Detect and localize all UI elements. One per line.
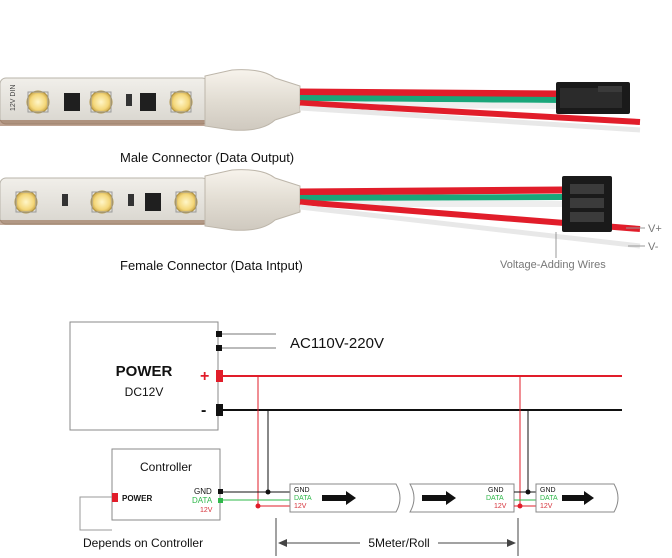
junction-dot — [255, 503, 261, 509]
direction-arrow — [322, 491, 356, 505]
controller-power-terminal — [112, 493, 118, 502]
ic-chip — [140, 93, 156, 111]
white-voltage-wire — [299, 204, 641, 249]
direction-arrow — [562, 491, 594, 505]
red-wire — [299, 186, 563, 196]
strip2-12v: 12V — [494, 503, 507, 510]
resistor — [126, 94, 132, 106]
resistor — [128, 194, 134, 206]
controller-gnd: GND — [194, 487, 212, 496]
strip-edge — [0, 120, 208, 126]
red-wire — [299, 88, 561, 98]
ac-input-label: AC110V-220V — [290, 335, 384, 352]
power-supply-box — [69, 321, 219, 431]
strip-segment-2 — [409, 483, 515, 513]
green-wire — [299, 194, 563, 201]
ac-terminal — [216, 345, 222, 351]
junction-dot — [517, 503, 523, 509]
minus-terminal — [216, 404, 223, 416]
ac-terminal — [216, 331, 222, 337]
strip1-data: DATA — [294, 495, 312, 502]
v-plus-label: V+ — [648, 223, 662, 235]
strip1-gnd: GND — [294, 487, 310, 494]
plus-terminal — [216, 370, 223, 382]
depends-label: Depends on Controller — [83, 536, 203, 550]
strip1-12v: 12V — [294, 503, 307, 510]
led-chip — [89, 90, 113, 114]
dim-arrow-left — [278, 539, 287, 547]
led-chip — [14, 190, 38, 214]
male-caption: Male Connector (Data Output) — [120, 150, 294, 165]
female-caption: Female Connector (Data Intput) — [120, 258, 303, 273]
led-chip — [174, 190, 198, 214]
led-chip — [26, 90, 50, 114]
controller-title: Controller — [140, 460, 192, 474]
led-chip — [90, 190, 114, 214]
male-connector-photo: 12V DIN — [0, 69, 641, 133]
plus-terminal-label: + — [200, 368, 209, 385]
strip2-gnd: GND — [488, 487, 504, 494]
connector-sleeve — [204, 169, 301, 231]
junction-dot — [265, 489, 271, 495]
v-minus-label: V- — [648, 241, 659, 253]
direction-arrow — [422, 491, 456, 505]
white-voltage-wire — [299, 105, 641, 133]
strip-print: 12V DIN — [10, 85, 17, 111]
ic-chip — [64, 93, 80, 111]
power-title: POWER — [116, 363, 173, 380]
strip3-data: DATA — [540, 495, 558, 502]
resistor — [62, 194, 68, 206]
strip2-data: DATA — [486, 495, 504, 502]
female-connector-photo — [0, 169, 645, 258]
voltage-wires-label: Voltage-Adding Wires — [500, 259, 606, 271]
strip3-12v: 12V — [540, 503, 553, 510]
dim-arrow-right — [507, 539, 516, 547]
minus-terminal-label: - — [201, 402, 206, 419]
junction-dot — [525, 489, 531, 495]
length-label: 5Meter/Roll — [368, 536, 429, 550]
led-chip — [169, 90, 193, 114]
ic-chip — [145, 193, 161, 211]
controller-power-tag: POWER — [122, 494, 152, 503]
controller-data: DATA — [192, 496, 213, 505]
strip3-gnd: GND — [540, 487, 556, 494]
connector-sleeve — [204, 69, 301, 131]
power-voltage: DC12V — [125, 385, 164, 399]
green-wire — [299, 95, 561, 103]
controller-12v: 12V — [200, 507, 213, 514]
red-voltage-wire — [299, 100, 641, 125]
controller-input-lead — [79, 496, 112, 531]
controller-box — [111, 448, 221, 521]
